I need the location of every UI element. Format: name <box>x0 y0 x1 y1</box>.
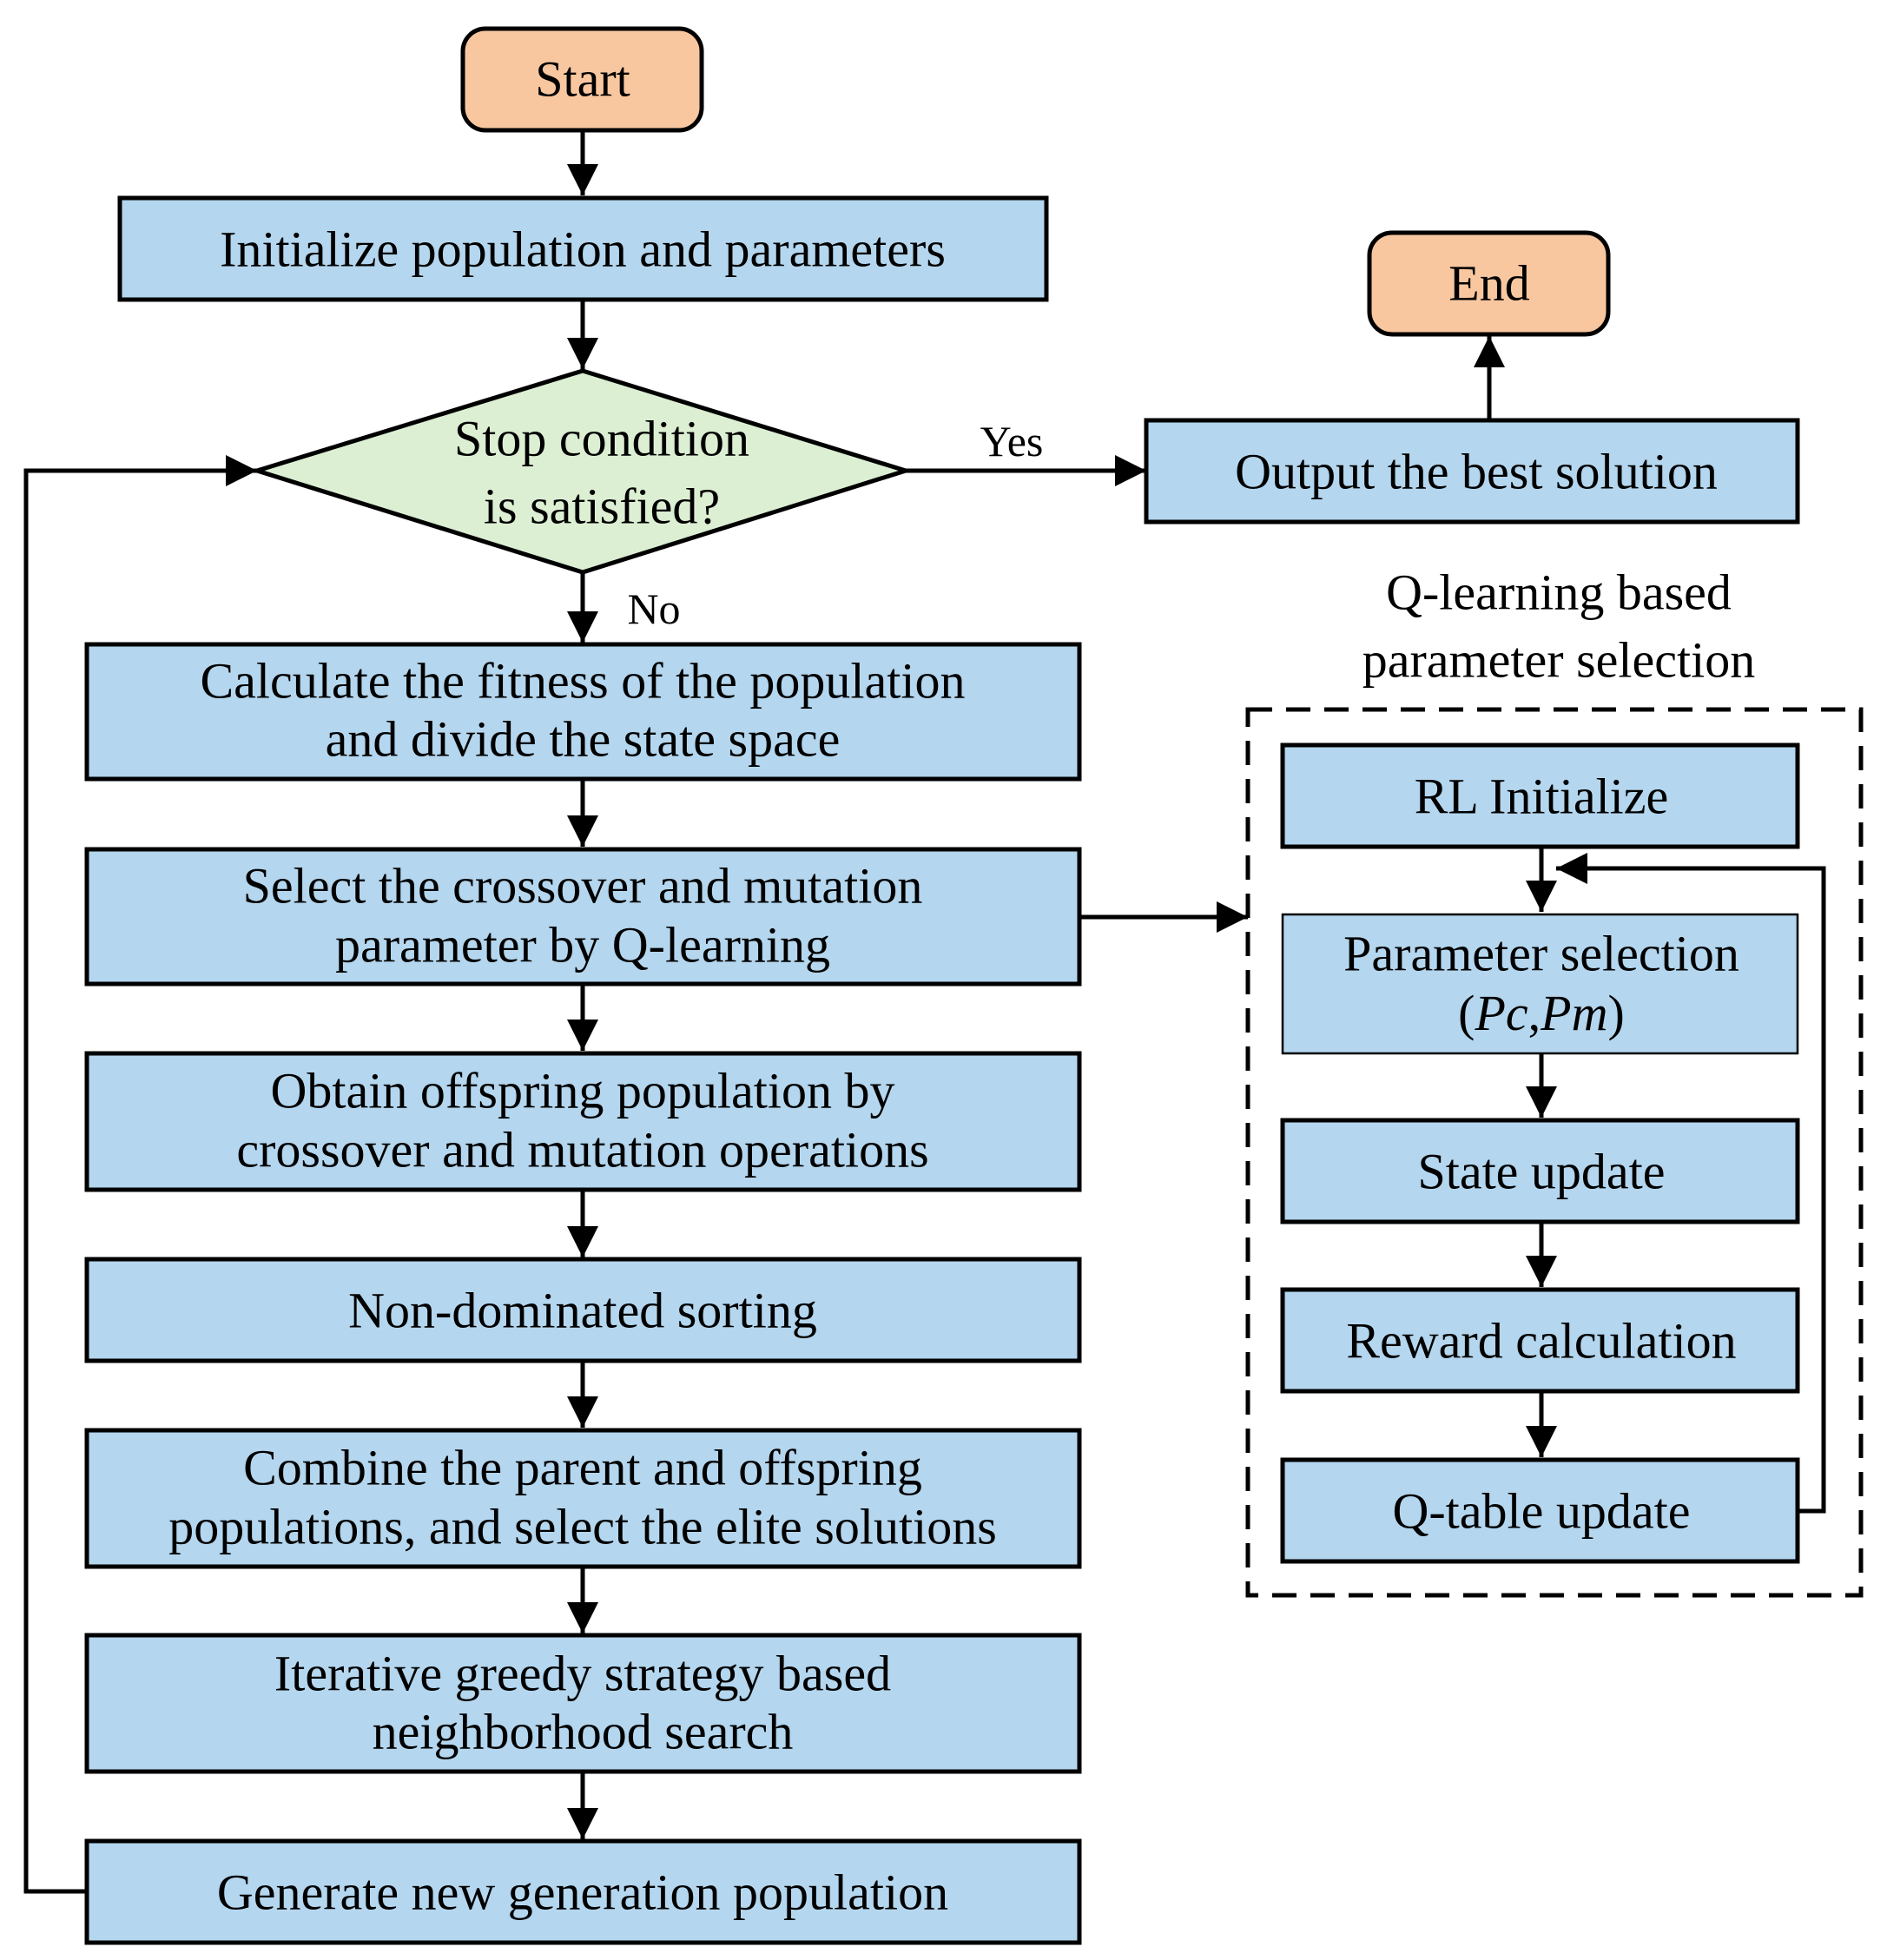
decision-label-line1: Stop condition <box>454 411 749 467</box>
loop-back-qtable-to-param <box>1556 853 1826 1514</box>
sorting-label: Non-dominated sorting <box>348 1283 817 1339</box>
generate-step: Generate new generation population <box>84 1838 1082 1945</box>
output-box <box>1144 418 1800 525</box>
rl-initialize-step: RL Initialize <box>1280 742 1800 849</box>
qtable-update-box <box>1280 1457 1800 1564</box>
parameter-symbols: (Pc,Pm) <box>1458 985 1625 1041</box>
param-open-paren: ( <box>1458 985 1475 1041</box>
offspring-box <box>84 1051 1082 1192</box>
start-label: Start <box>535 51 630 108</box>
start-node: Start <box>460 26 704 133</box>
greedy-box <box>84 1633 1082 1774</box>
qlearning-container <box>1245 707 1864 1598</box>
qtable-update-step: Q-table update <box>1280 1457 1800 1564</box>
initialize-label: Initialize population and parameters <box>220 221 946 278</box>
param-pc: Pc <box>1475 985 1528 1041</box>
output-label: Output the best solution <box>1235 444 1718 500</box>
initialize-step: Initialize population and parameters <box>117 195 1049 302</box>
sorting-step: Non-dominated sorting <box>84 1257 1082 1363</box>
state-update-label: State update <box>1417 1144 1665 1200</box>
rl-initialize-box <box>1280 742 1800 849</box>
fitness-step: Calculate the fitness of the population … <box>84 642 1082 782</box>
greedy-step: Iterative greedy strategy based neighbor… <box>84 1633 1082 1774</box>
end-label: End <box>1448 255 1529 312</box>
end-node-shape <box>1367 230 1611 337</box>
state-update-box <box>1280 1118 1800 1224</box>
fitness-box <box>84 642 1082 782</box>
param-close-paren: ) <box>1608 985 1625 1041</box>
rl-initialize-label: RL Initialize <box>1415 769 1669 825</box>
param-comma: , <box>1528 985 1541 1041</box>
no-label: No <box>627 584 680 633</box>
combine-label-line1: Combine the parent and offspring <box>243 1440 922 1496</box>
combine-step: Combine the parent and offspring populat… <box>84 1428 1082 1569</box>
qlearning-title-line2: parameter selection <box>1362 632 1755 689</box>
fitness-label-line2: and divide the state space <box>326 711 841 768</box>
combine-box <box>84 1428 1082 1569</box>
loop-back-generate-to-decision <box>23 455 257 1894</box>
parameter-selection-label: Parameter selection <box>1343 926 1739 982</box>
yes-label: Yes <box>980 417 1044 465</box>
select-params-box <box>84 847 1082 987</box>
generate-box <box>84 1838 1082 1945</box>
start-node-shape <box>460 26 704 133</box>
reward-calculation-step: Reward calculation <box>1280 1287 1800 1394</box>
decision-stop-condition: Stop condition is satisfied? <box>249 368 914 575</box>
greedy-label-line2: neighborhood search <box>373 1704 794 1760</box>
greedy-label-line1: Iterative greedy strategy based <box>274 1646 891 1702</box>
state-update-step: State update <box>1280 1118 1800 1224</box>
end-node: End <box>1367 230 1611 337</box>
parameter-selection-box <box>1281 913 1799 1055</box>
reward-calculation-label: Reward calculation <box>1346 1313 1736 1369</box>
select-params-label-line2: parameter by Q-learning <box>335 917 830 973</box>
qtable-update-label: Q-table update <box>1392 1483 1690 1540</box>
sorting-box <box>84 1257 1082 1363</box>
fitness-label-line1: Calculate the fitness of the population <box>200 653 965 709</box>
decision-label-line2: is satisfied? <box>484 478 720 535</box>
generate-label: Generate new generation population <box>217 1864 948 1921</box>
reward-calculation-box <box>1280 1287 1800 1394</box>
parameter-selection-step: Parameter selection (Pc,Pm) <box>1281 913 1799 1055</box>
qlearning-title-line1: Q-learning based <box>1386 564 1732 621</box>
connectors <box>23 130 1826 1894</box>
combine-label-line2: populations, and select the elite soluti… <box>168 1499 997 1555</box>
offspring-label-line1: Obtain offspring population by <box>270 1063 894 1119</box>
select-params-label-line1: Select the crossover and mutation <box>243 858 923 914</box>
initialize-box <box>117 195 1049 302</box>
offspring-step: Obtain offspring population by crossover… <box>84 1051 1082 1192</box>
output-step: Output the best solution <box>1144 418 1800 525</box>
select-params-step: Select the crossover and mutation parame… <box>84 847 1082 987</box>
param-pm: Pm <box>1540 985 1607 1041</box>
decision-diamond <box>249 368 914 575</box>
offspring-label-line2: crossover and mutation operations <box>236 1122 928 1178</box>
